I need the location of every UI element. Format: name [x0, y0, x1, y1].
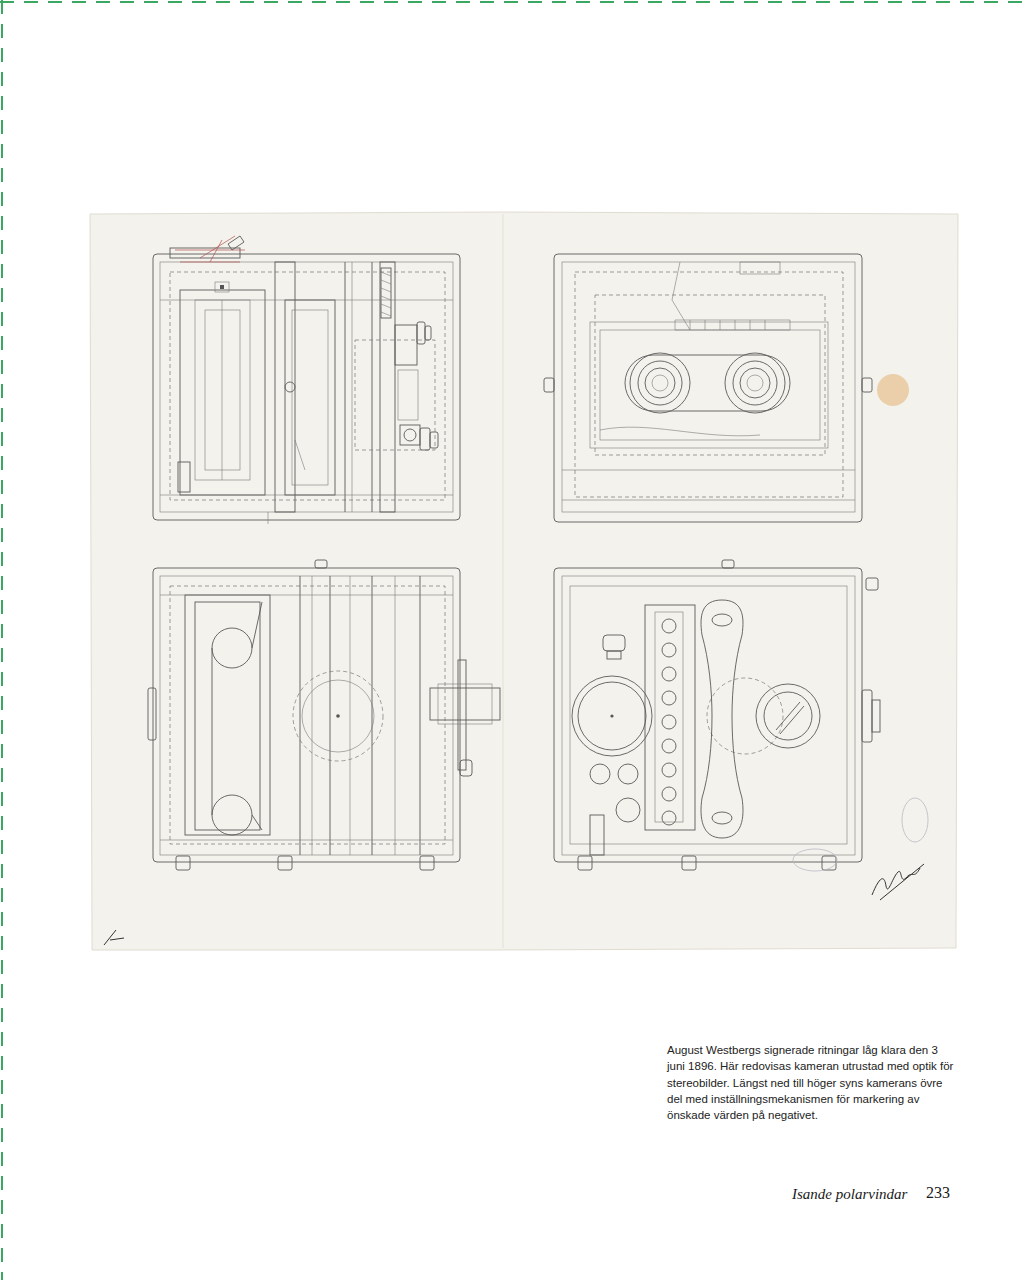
- figure-caption: August Westbergs signerade ritningar låg…: [667, 1042, 957, 1123]
- page-number: 233: [926, 1184, 950, 1202]
- running-title: Isande polarvindar: [792, 1186, 907, 1203]
